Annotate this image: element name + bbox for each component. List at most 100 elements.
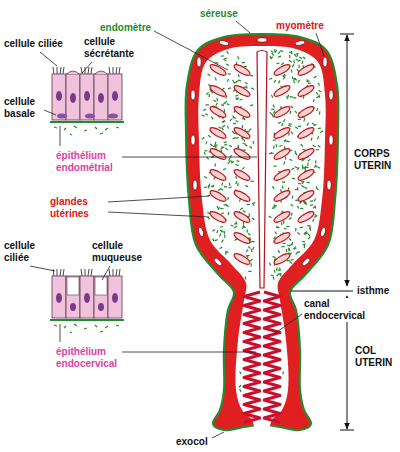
stroma-dot	[278, 56, 281, 58]
stroma-dot	[306, 81, 309, 82]
stroma-dots	[54, 324, 119, 333]
leader-line	[30, 266, 55, 271]
stroma-dot	[213, 146, 216, 147]
stroma-dot	[237, 145, 239, 148]
stroma-dot	[213, 239, 215, 242]
nucleus	[56, 91, 62, 101]
stroma-dot	[205, 114, 208, 116]
basal-cell	[85, 114, 95, 119]
stroma-dot	[221, 213, 224, 214]
stroma-dot	[219, 234, 221, 237]
leader-line	[316, 33, 324, 56]
stroma-dot	[222, 125, 225, 127]
uterine-gland	[273, 189, 292, 204]
stroma-dot	[295, 127, 298, 129]
uterine-gland	[233, 231, 252, 246]
stroma-dot	[295, 228, 296, 231]
secretory-cell	[94, 74, 108, 120]
stroma-dot	[276, 268, 277, 271]
stroma-dot	[202, 138, 205, 140]
stroma-dot	[317, 136, 318, 139]
stroma-dot	[297, 233, 299, 235]
label-anchor: épithélium endocervical	[56, 346, 120, 370]
region-label: COL UTERIN	[355, 345, 397, 369]
stroma-dot	[293, 60, 295, 63]
stroma-dot	[250, 259, 252, 261]
stroma-dot	[315, 160, 316, 163]
isthmus-line	[291, 291, 353, 292]
stroma-dot	[302, 167, 304, 169]
ciliated-cell	[52, 74, 66, 120]
label-anchor: canal endocervical	[304, 298, 368, 323]
stroma-dot	[286, 96, 288, 99]
stroma-dot	[290, 204, 293, 206]
region-label: isthme	[357, 285, 389, 297]
nucleus	[98, 93, 104, 103]
uterine-gland	[273, 105, 292, 120]
nucleus	[70, 303, 76, 311]
stroma-dot	[298, 125, 301, 127]
stroma-dot	[274, 204, 277, 206]
stroma-dot	[295, 153, 297, 156]
apical-bulge	[95, 71, 107, 74]
stroma-dot	[289, 262, 292, 264]
stroma-dot	[316, 186, 318, 189]
stroma-dot	[308, 234, 310, 237]
stroma-dot	[209, 94, 210, 97]
stroma-dot	[253, 247, 254, 250]
stroma-dot	[271, 51, 274, 53]
stroma-dot	[314, 124, 317, 126]
uterine-gland	[273, 210, 292, 225]
stroma-dot	[289, 159, 292, 160]
stroma-dot	[226, 64, 229, 66]
stroma-dot	[216, 98, 218, 101]
uterine-gland	[233, 168, 252, 183]
stroma-dot	[208, 184, 210, 187]
stroma-dot	[233, 116, 235, 119]
stroma-dot	[286, 249, 287, 252]
leader-line	[40, 52, 57, 66]
stroma-dot	[289, 248, 290, 251]
leader-line	[212, 432, 224, 438]
stroma-dot	[236, 160, 239, 162]
stroma-dot	[270, 56, 272, 59]
stroma-dot	[280, 50, 283, 52]
stroma-dot	[295, 53, 298, 54]
blood-vessel	[213, 257, 223, 267]
nucleus	[56, 293, 62, 303]
leader-line	[44, 110, 56, 115]
stroma-dot	[316, 92, 318, 95]
basement-membrane	[50, 121, 124, 123]
stroma-dot	[296, 252, 298, 254]
stroma-dot	[236, 164, 239, 165]
nuclei	[56, 293, 118, 311]
mucus-vacuoles	[67, 277, 107, 295]
blood-vessel	[320, 227, 327, 238]
blood-vessel	[198, 227, 205, 238]
stroma-dot	[299, 57, 302, 58]
uterine-cavity	[257, 51, 267, 289]
stroma-dot	[245, 185, 248, 186]
stroma-dot	[272, 114, 273, 117]
apical-bulge	[67, 71, 79, 74]
stroma-dot	[317, 167, 320, 168]
stroma-dot	[319, 90, 322, 92]
uterine-gland	[297, 105, 316, 120]
stroma-dot	[212, 185, 214, 187]
bracket-tick	[340, 34, 354, 35]
stroma-dot	[247, 204, 250, 205]
stroma-dot	[301, 186, 304, 188]
stroma-dot	[313, 207, 316, 209]
leader-lines	[30, 21, 324, 438]
stroma-dot	[292, 242, 293, 245]
stroma-dot	[289, 217, 291, 219]
stroma-dot	[229, 146, 232, 147]
stroma-dot	[303, 118, 305, 121]
stroma-dot	[236, 176, 237, 179]
stroma-dot	[204, 152, 206, 155]
stroma-dot	[240, 98, 243, 100]
stroma-dot	[281, 63, 283, 65]
stroma-dot	[236, 137, 239, 139]
stroma-dot	[307, 123, 309, 126]
uterine-gland	[233, 105, 252, 120]
